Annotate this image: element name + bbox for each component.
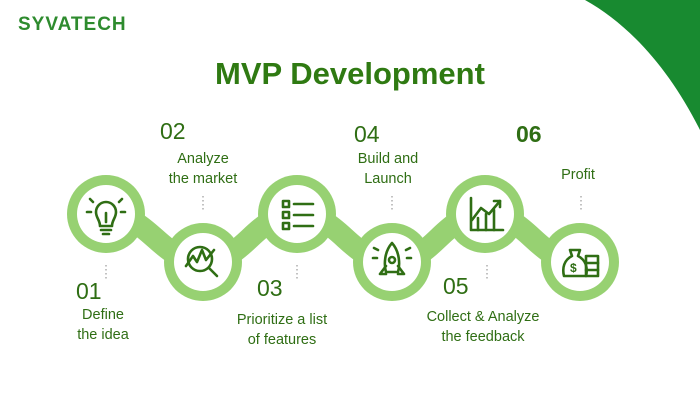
step-circle-inner <box>551 233 609 291</box>
step-label-line: Launch <box>364 171 412 187</box>
step-circle-inner <box>174 233 232 291</box>
step-label-line: Define <box>82 307 124 323</box>
step-label: Define the idea <box>23 305 183 345</box>
step-number: 03 <box>257 275 283 301</box>
step-label-line: Prioritize a list <box>236 312 328 328</box>
step-number: 04 <box>354 121 380 147</box>
money-bag-icon: $ <box>561 248 600 278</box>
lightbulb-icon <box>85 197 127 236</box>
page-title: MVP Development <box>215 56 485 91</box>
svg-text:$: $ <box>570 261 577 275</box>
growth-chart-icon <box>469 196 505 232</box>
step-label-line: Build and <box>357 151 419 167</box>
step-label-line: Profit <box>561 167 595 183</box>
step-number: 05 <box>443 273 469 299</box>
step-number: 02 <box>160 118 186 144</box>
step-label-line: the feedback <box>441 329 525 345</box>
brand-logo: SYVATECH <box>18 14 127 35</box>
step-label: Prioritize a list of features <box>202 310 362 350</box>
step-label: Collect & Analyze the feedback <box>403 307 563 347</box>
step-label-line: Analyze <box>177 151 229 167</box>
step-number: 06 <box>516 121 542 147</box>
step-label-line: the market <box>168 171 238 187</box>
corner-shape <box>585 0 700 130</box>
step-label: Profit <box>498 165 658 185</box>
step-label-line: the idea <box>77 327 129 343</box>
step-label: Analyze the market <box>123 149 283 189</box>
market-analysis-icon <box>184 245 219 278</box>
checklist-icon <box>281 199 315 231</box>
step-label-line: Collect & Analyze <box>426 309 540 325</box>
step-label-line: of features <box>247 332 317 348</box>
step-number: 01 <box>76 278 102 304</box>
rocket-icon <box>371 241 413 276</box>
